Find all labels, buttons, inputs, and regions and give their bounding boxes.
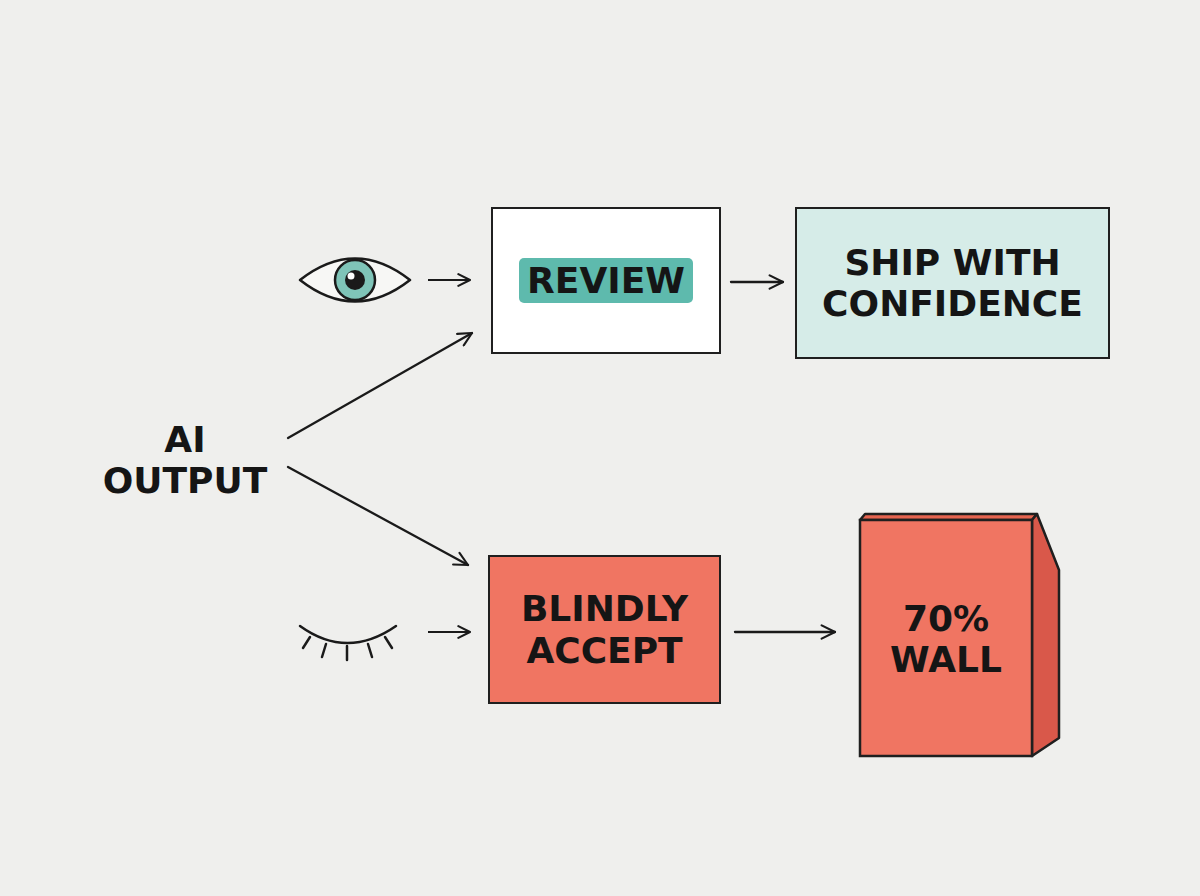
wall-block: 70% WALL xyxy=(858,512,1062,758)
closed-eye-icon xyxy=(300,626,396,660)
node-label: SHIP WITH CONFIDENCE xyxy=(807,242,1098,325)
open-eye-icon xyxy=(300,259,410,302)
eye-arrow xyxy=(428,631,470,633)
flow-arrow xyxy=(288,467,468,565)
process-box: BLINDLY ACCEPT xyxy=(488,555,721,704)
wall-front xyxy=(860,520,1032,756)
node-label: BLINDLY ACCEPT xyxy=(500,588,709,671)
highlighted-label: REVIEW xyxy=(519,258,693,303)
node-label: 70% WALL xyxy=(860,598,1032,681)
flow-arrow xyxy=(735,631,835,633)
outcome-box: SHIP WITH CONFIDENCE xyxy=(795,207,1110,359)
process-box: REVIEW xyxy=(491,207,721,354)
wall-side xyxy=(1032,514,1059,756)
start-label: AI OUTPUT xyxy=(90,405,280,515)
flow-arrow xyxy=(288,333,472,438)
flow-arrow xyxy=(731,281,783,283)
eye-arrow xyxy=(428,279,470,281)
node-label: AI OUTPUT xyxy=(100,419,270,502)
